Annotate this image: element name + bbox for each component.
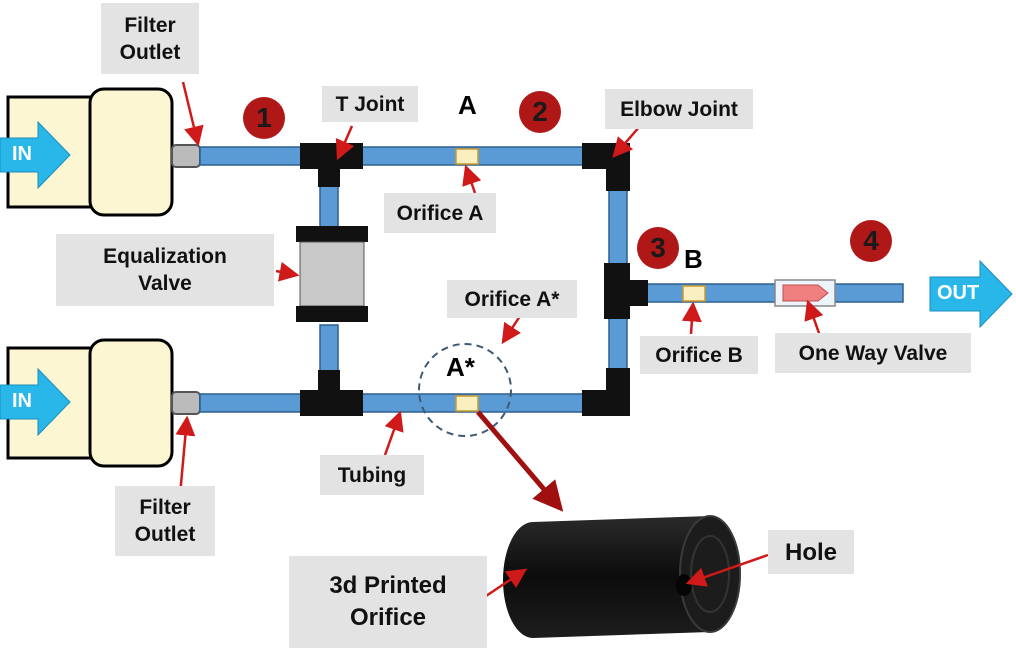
printed-orifice-line2: Orifice: [349, 604, 427, 631]
tubing-label: Tubing: [320, 455, 424, 495]
filter-outlet-bottom-label: Filter Outlet: [115, 486, 215, 556]
elbow-joint-label: Elbow Joint: [605, 89, 753, 129]
marker-a: A: [458, 90, 477, 120]
pointer-arrows: [175, 81, 824, 598]
t-joint-label: T Joint: [322, 86, 418, 122]
filter-outlet-top-line1: Filter: [124, 13, 176, 37]
orifice-b-mark: [682, 285, 706, 302]
t-joint-bottom: [300, 370, 363, 416]
marker-a-star: A*: [446, 352, 475, 382]
point-2-badge: 2: [519, 91, 561, 133]
out-arrow-icon: [929, 259, 1013, 329]
elbow-joint-top: [582, 143, 630, 191]
printed-orifice-label: 3d Printed Orifice: [289, 556, 487, 648]
filter-outlet-top-line2: Outlet: [119, 40, 181, 64]
in-arrow-bottom-icon: [0, 367, 71, 437]
equalization-valve: [296, 226, 368, 322]
equalization-valve-line2: Valve: [138, 272, 192, 295]
filter-outlet-top-label: Filter Outlet: [101, 3, 199, 74]
in-arrow-top-icon: [0, 120, 71, 190]
zoom-arrow: [476, 410, 564, 512]
elbow-joint-bottom: [582, 368, 630, 416]
hole-label: Hole: [768, 530, 854, 574]
orifice-b-label: Orifice B: [640, 336, 758, 374]
point-4-badge: 4: [850, 220, 892, 262]
highlight-circle: [418, 343, 512, 437]
orifice-a-label: Orifice A: [384, 193, 496, 233]
equalization-valve-label: Equalization Valve: [56, 234, 274, 306]
filter-top: [6, 87, 201, 217]
orifice-a-mark: [455, 148, 479, 165]
point-3-badge: 3: [637, 227, 679, 269]
orifice-a-star-mark: [455, 395, 479, 412]
point-1-badge: 1: [243, 97, 285, 139]
filter-outlet-bottom-line2: Outlet: [134, 523, 196, 546]
out-text: OUT: [937, 282, 980, 304]
t-joint-right: [604, 263, 648, 319]
marker-b: B: [684, 244, 703, 274]
t-joint-top: [300, 143, 363, 187]
one-way-valve-label: One Way Valve: [775, 333, 971, 373]
orifice-a-star-label: Orifice A*: [447, 280, 577, 318]
equalization-valve-line1: Equalization: [103, 245, 227, 268]
in-top-text: IN: [12, 143, 32, 165]
in-bottom-text: IN: [12, 390, 32, 412]
printed-orifice-line1: 3d Printed: [329, 572, 447, 599]
filter-outlet-bottom-line1: Filter: [139, 496, 191, 519]
one-way-valve: [774, 279, 836, 307]
